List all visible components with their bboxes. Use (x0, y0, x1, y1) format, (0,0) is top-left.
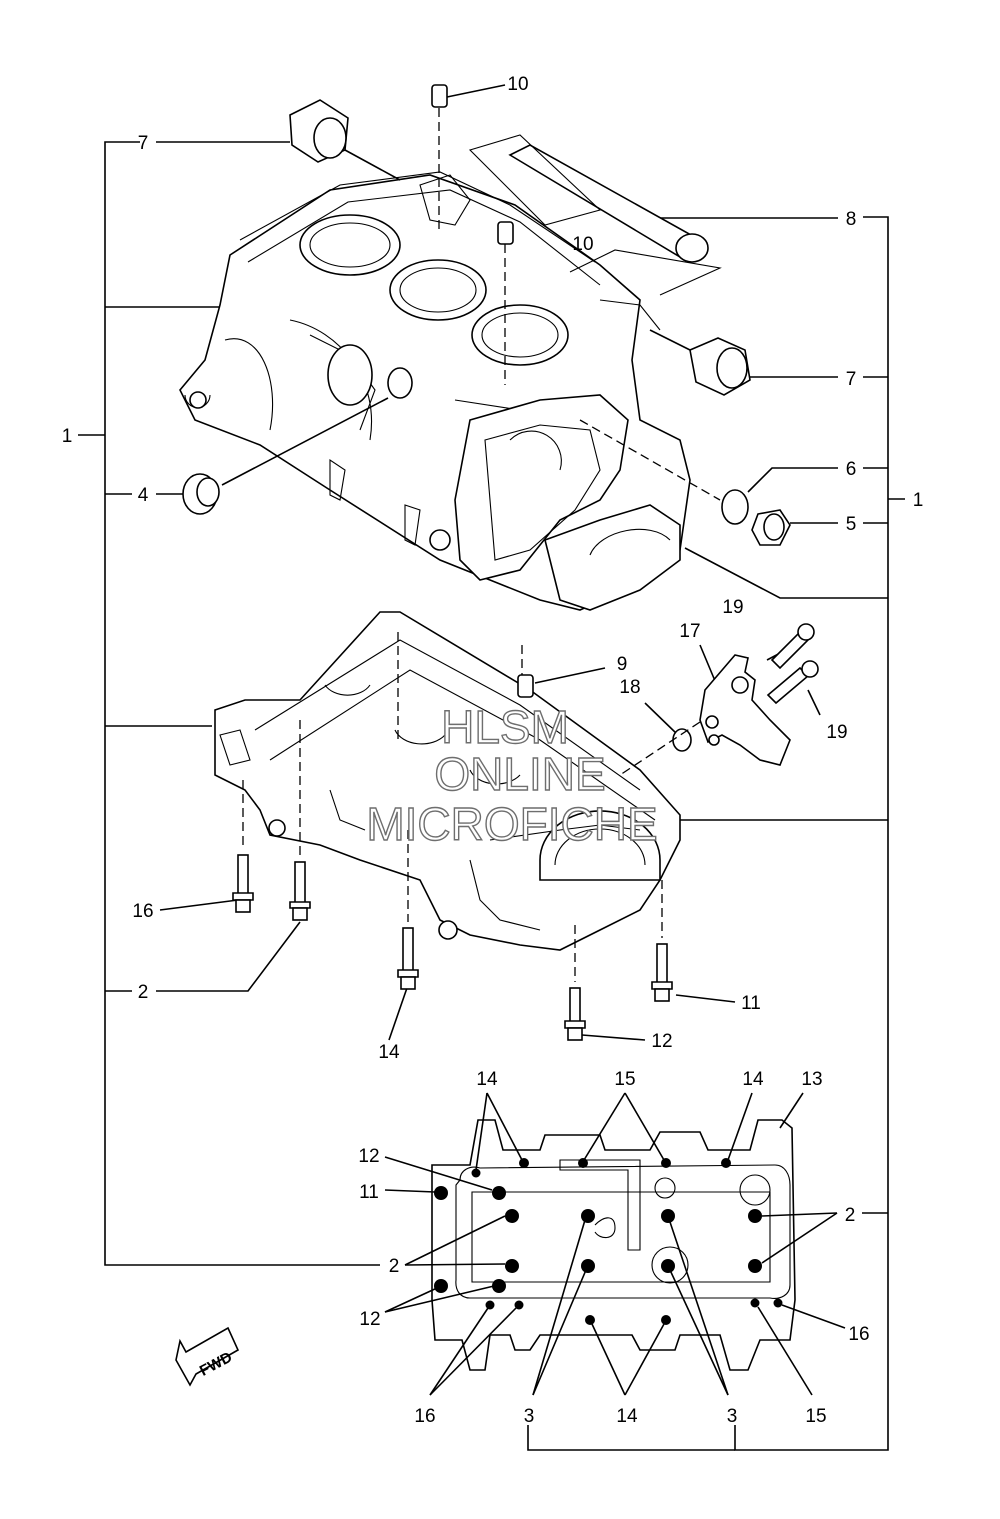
callout-11: 11 (359, 1182, 379, 1203)
plug-5 (751, 509, 791, 546)
callout-3: 3 (727, 1406, 738, 1427)
callout-14: 14 (616, 1406, 638, 1427)
callout-2: 2 (389, 1256, 400, 1277)
callout-8: 8 (846, 209, 857, 230)
callout-10: 10 (507, 74, 528, 95)
bolt-pattern-view (431, 1119, 796, 1371)
bolt-2 (289, 720, 311, 921)
dowel-pin-10b (497, 221, 514, 385)
watermark-line1: HLSM (441, 701, 569, 753)
rod-8 (468, 134, 722, 296)
left-bracket (78, 141, 380, 1266)
oring-6 (579, 419, 749, 525)
bolt-12 (564, 925, 586, 1041)
callout-17: 17 (679, 621, 700, 642)
right-bracket (527, 216, 905, 1451)
callout-labels: 10 10 7 8 7 1 6 1 4 5 19 17 9 18 19 16 2… (62, 74, 924, 1427)
watermark-line3: MICROFICHE (366, 798, 657, 850)
callout-7: 7 (846, 369, 857, 390)
callout-15: 15 (614, 1069, 635, 1090)
bushing-7a (289, 99, 401, 181)
callout-11: 11 (741, 993, 761, 1014)
callout-9: 9 (617, 654, 628, 675)
callout-14: 14 (476, 1069, 498, 1090)
callout-16: 16 (848, 1324, 869, 1345)
callout-19: 19 (826, 722, 847, 743)
callout-12: 12 (358, 1146, 379, 1167)
callout-3: 3 (524, 1406, 535, 1427)
callout-18: 18 (619, 677, 640, 698)
dowel-pin-9 (517, 674, 534, 698)
bolt-19a (770, 623, 815, 670)
plug-4 (182, 397, 389, 515)
callout-6: 6 (846, 459, 857, 480)
bolt-16 (232, 780, 254, 913)
lower-crankcase (214, 611, 681, 951)
callout-14: 14 (378, 1042, 400, 1063)
callout-12: 12 (359, 1309, 380, 1330)
fwd-arrow-icon: FWD (175, 1326, 240, 1387)
callout-2: 2 (138, 982, 149, 1003)
callout-1: 1 (62, 426, 73, 447)
oring-18 (619, 721, 701, 776)
callout-2: 2 (845, 1205, 856, 1226)
bolt-11 (651, 880, 673, 1002)
watermark-line2: ONLINE (434, 748, 605, 800)
callout-12: 12 (651, 1031, 672, 1052)
callout-10: 10 (572, 234, 593, 255)
upper-crankcase (179, 171, 691, 611)
callout-19: 19 (722, 597, 743, 618)
callout-4: 4 (138, 485, 149, 506)
callout-1: 1 (913, 490, 924, 511)
dowel-pin-10a (431, 84, 448, 230)
callout-15: 15 (805, 1406, 826, 1427)
callout-16: 16 (414, 1406, 435, 1427)
callout-14: 14 (742, 1069, 764, 1090)
upper-small-parts (182, 84, 791, 546)
bolt-14 (397, 830, 419, 990)
callout-5: 5 (846, 514, 857, 535)
lower-small-parts (232, 623, 819, 1041)
bracket-17 (699, 654, 791, 766)
callout-13: 13 (801, 1069, 822, 1090)
bolt-pattern-leaders (384, 1092, 846, 1396)
bolt-pattern-dots (434, 1158, 783, 1325)
bushing-7b (649, 329, 751, 396)
bolt-19b (766, 660, 819, 705)
callout-7: 7 (138, 133, 149, 154)
watermark: HLSM ONLINE MICROFICHE (366, 700, 659, 850)
callout-16: 16 (132, 901, 153, 922)
